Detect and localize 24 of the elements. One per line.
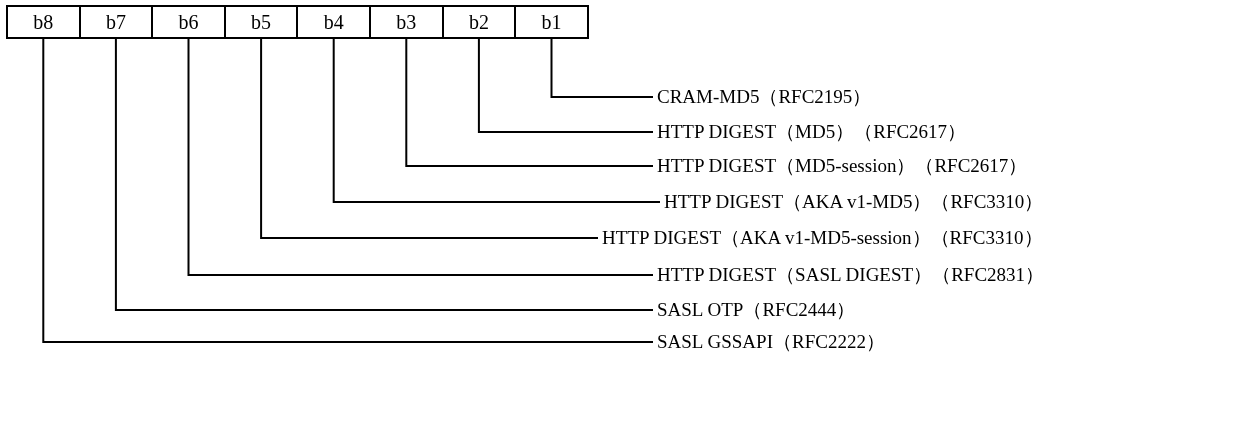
bit-cell: b8 bbox=[6, 5, 81, 39]
leader-line bbox=[405, 38, 654, 167]
method-label: HTTP DIGEST（MD5-session）（RFC2617） bbox=[653, 155, 1028, 177]
leader-line bbox=[42, 38, 654, 343]
bit-cell: b2 bbox=[441, 5, 517, 39]
method-label: HTTP DIGEST（MD5）（RFC2617） bbox=[653, 121, 967, 143]
bit-cell: b3 bbox=[369, 5, 444, 39]
method-label: HTTP DIGEST（AKA v1-MD5）（RFC3310） bbox=[660, 191, 1044, 213]
method-label: HTTP DIGEST（AKA v1-MD5-session）（RFC3310） bbox=[598, 227, 1043, 249]
bit-cell: b4 bbox=[296, 5, 371, 39]
method-label: SASL OTP（RFC2444） bbox=[653, 299, 856, 321]
leader-line bbox=[114, 38, 654, 311]
leader-line bbox=[260, 38, 599, 239]
leader-line bbox=[187, 38, 654, 276]
bit-cell: b1 bbox=[514, 5, 589, 39]
leader-line bbox=[332, 38, 661, 203]
bit-cell: b5 bbox=[223, 5, 299, 39]
leader-line bbox=[550, 38, 654, 98]
bit-cell: b7 bbox=[78, 5, 154, 39]
method-label: SASL GSSAPI（RFC2222） bbox=[653, 331, 885, 353]
method-label: HTTP DIGEST（SASL DIGEST）（RFC2831） bbox=[653, 264, 1045, 286]
leader-line bbox=[477, 38, 654, 133]
method-label: CRAM-MD5（RFC2195） bbox=[653, 86, 872, 108]
bit-cell: b6 bbox=[151, 5, 226, 39]
